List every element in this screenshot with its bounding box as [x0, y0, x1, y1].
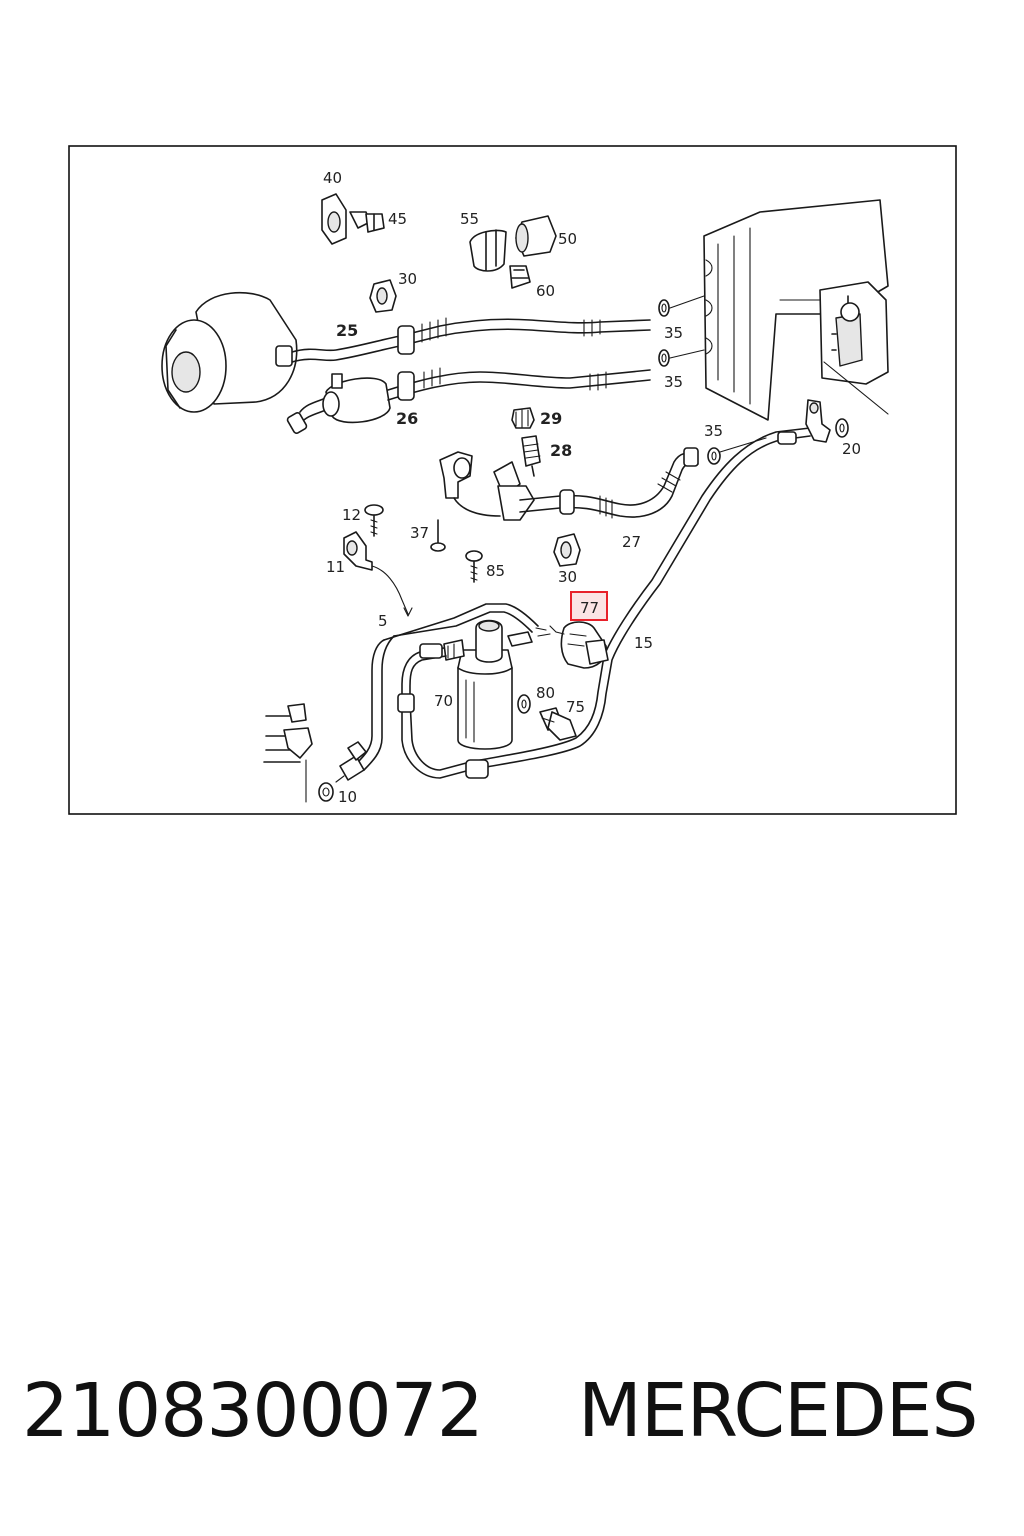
callout-77-highlight — [570, 591, 608, 621]
callout-60: 60 — [536, 282, 555, 300]
part-caption: 2108300072 MERCEDES — [22, 1358, 1012, 1478]
hose-25 — [275, 317, 651, 367]
callout-50: 50 — [558, 230, 577, 248]
valve-28 — [521, 435, 541, 477]
callout-15: 15 — [634, 634, 653, 652]
callout-30-upper: 30 — [398, 270, 417, 288]
valve-29 — [511, 407, 535, 429]
hose-27 — [439, 447, 699, 521]
washers-35 — [658, 295, 767, 465]
parts-diagram-svg: 40 45 55 50 30 60 25 35 35 26 29 28 35 2… — [68, 145, 957, 815]
parts-diagram: 40 45 55 50 30 60 25 35 35 26 29 28 35 2… — [68, 145, 957, 815]
callout-20: 20 — [842, 440, 861, 458]
callout-77: 77 — [580, 599, 599, 617]
callout-75: 75 — [566, 698, 585, 716]
washer-10 — [318, 782, 334, 802]
part-number: 2108300072 — [22, 1368, 484, 1454]
callout-55: 55 — [460, 210, 479, 228]
callout-35-c: 35 — [704, 422, 723, 440]
clamp-11 — [343, 531, 413, 617]
grommet-30-lower — [553, 533, 581, 567]
switch-75 — [539, 707, 577, 741]
callout-27: 27 — [622, 533, 641, 551]
callout-35-b: 35 — [664, 373, 683, 391]
callout-5: 5 — [378, 612, 388, 630]
chassis-fragment — [263, 703, 313, 803]
callout-26: 26 — [396, 409, 418, 428]
washer-20 — [835, 418, 849, 438]
line-5 — [335, 603, 551, 783]
hose-26 — [286, 367, 651, 434]
brand-name: MERCEDES — [578, 1368, 978, 1454]
callout-40: 40 — [323, 169, 342, 187]
callout-70: 70 — [434, 692, 453, 710]
compressor — [161, 291, 298, 413]
callout-12: 12 — [342, 506, 361, 524]
grommet-30-upper — [369, 279, 397, 313]
bolt-85 — [465, 550, 483, 583]
callout-labels: 40 45 55 50 30 60 25 35 35 26 29 28 35 2… — [323, 169, 861, 806]
callout-80: 80 — [536, 684, 555, 702]
diagram-frame — [68, 145, 957, 815]
bolt-12 — [364, 504, 384, 537]
callout-85: 85 — [486, 562, 505, 580]
pressure-switch-77 — [549, 621, 609, 669]
callout-28: 28 — [550, 441, 572, 460]
callout-37: 37 — [410, 524, 429, 542]
callout-11: 11 — [326, 558, 345, 576]
callout-10: 10 — [338, 788, 357, 806]
clip-40 — [321, 193, 385, 245]
callout-45: 45 — [388, 210, 407, 228]
callout-35-a: 35 — [664, 324, 683, 342]
washer-80 — [517, 694, 531, 714]
receiver-dryer-70 — [401, 619, 513, 750]
line-15 — [397, 399, 831, 779]
bolt-37 — [430, 519, 446, 552]
callout-29: 29 — [540, 409, 562, 428]
callout-25: 25 — [336, 321, 358, 340]
bracket-55 — [469, 215, 557, 289]
evaporator-housing — [703, 199, 889, 421]
callout-30-lower: 30 — [558, 568, 577, 586]
